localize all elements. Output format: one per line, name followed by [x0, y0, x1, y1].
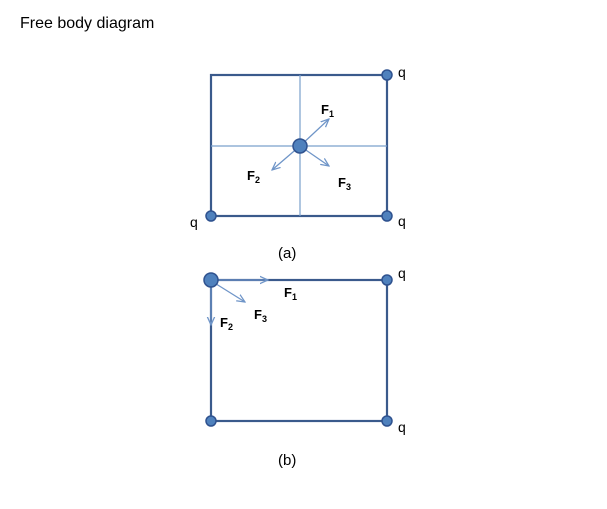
force-arrow-f3-b [212, 281, 245, 302]
diagram-title: Free body diagram [20, 15, 154, 32]
charge-bottom-left-b [205, 415, 217, 427]
charge-top-right-a [381, 69, 393, 81]
charge-label-bottom-right-b: q [398, 419, 406, 435]
diagram-a: q q q F1 F2 F3 (a) [190, 64, 406, 262]
diagram-b: q q F1 F2 F3 (b) [203, 265, 406, 469]
corner-charge-b [203, 272, 219, 288]
force-label-f3-b: F3 [254, 307, 267, 324]
charge-top-right-b [381, 274, 393, 286]
charge-label-bottom-right-a: q [398, 213, 406, 229]
force-label-f2-b: F2 [220, 315, 233, 332]
charge-label-top-right-a: q [398, 64, 406, 80]
charge-bottom-right-b [381, 415, 393, 427]
square-b [209, 278, 389, 423]
force-label-f2-a: F2 [247, 168, 260, 185]
charge-label-bottom-left-a: q [190, 214, 198, 230]
force-label-f3-a: F3 [338, 175, 351, 192]
charge-bottom-right-a [381, 210, 393, 222]
center-charge-a [292, 138, 308, 154]
force-label-f1-a: F1 [321, 102, 334, 119]
charge-label-top-right-b: q [398, 265, 406, 281]
charge-bottom-left-a [205, 210, 217, 222]
force-label-f1-b: F1 [284, 285, 297, 302]
caption-a: (a) [278, 245, 296, 262]
caption-b: (b) [278, 452, 296, 469]
